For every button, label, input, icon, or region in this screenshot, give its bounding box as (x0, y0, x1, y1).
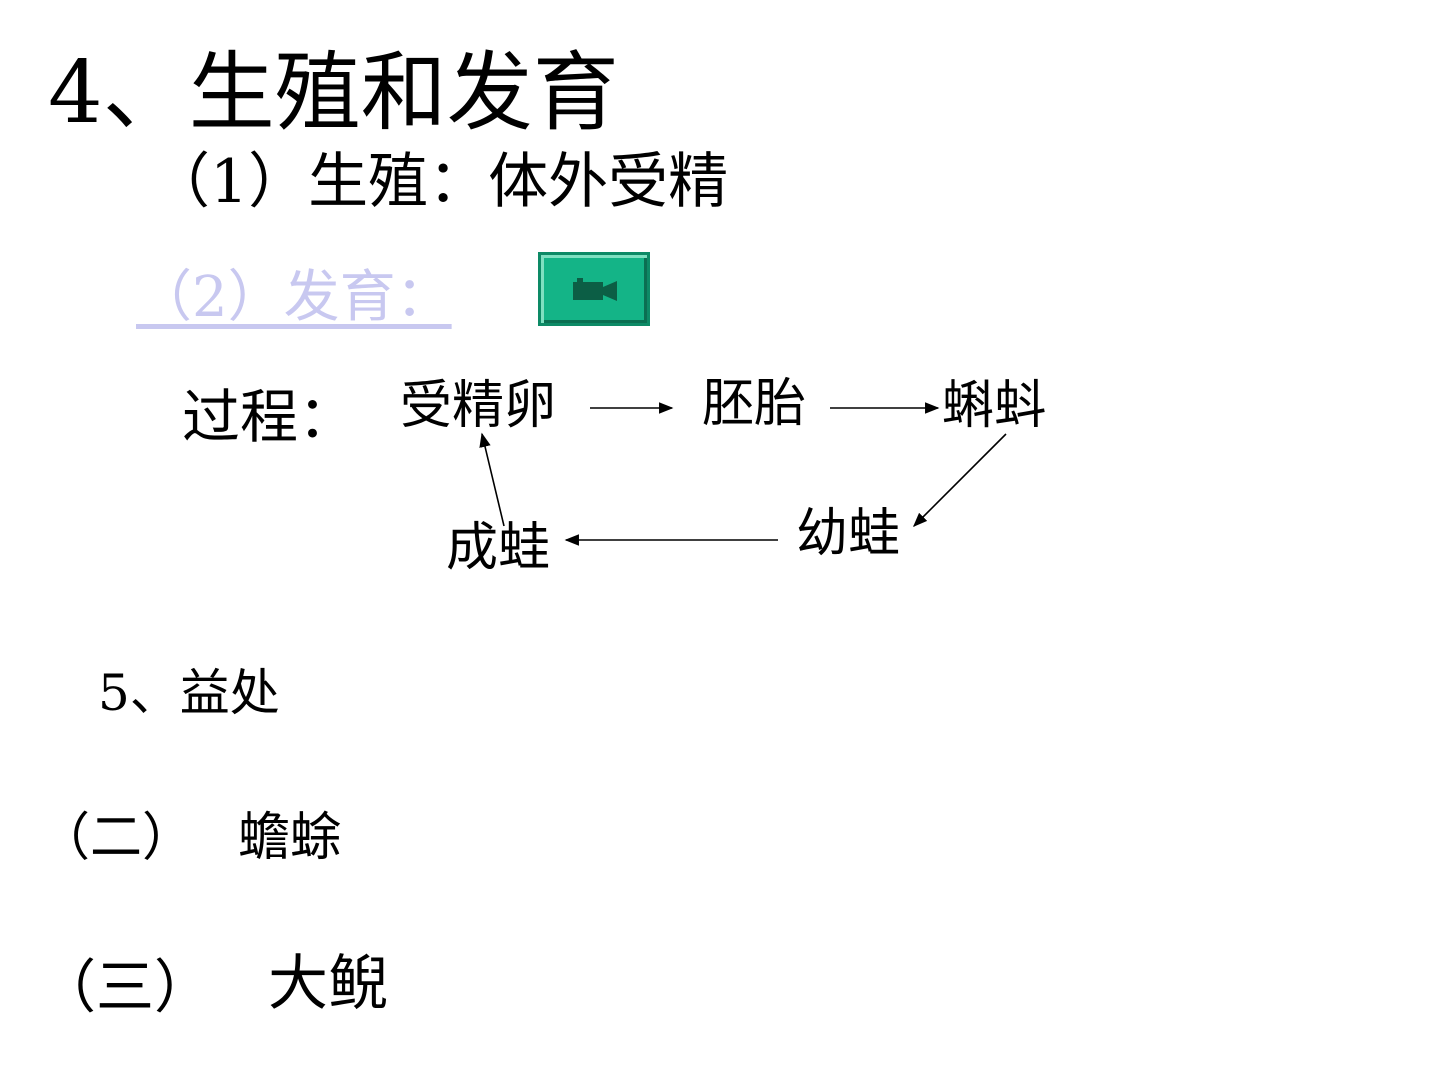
section-three-title: 大鲵 (268, 949, 388, 1019)
section-two-title: 蟾蜍 (238, 808, 343, 868)
stage-tadpole: 蝌蚪 (942, 376, 1047, 436)
section-three-number: （三） (38, 953, 213, 1021)
development-link[interactable]: （2）发育： (136, 265, 452, 330)
slide-title: 4、生殖和发育 (48, 43, 619, 143)
section-two-number: （二） (38, 808, 195, 868)
arrow-tadpole-to-froglet (912, 433, 1007, 528)
benefits-heading: 5、益处 (98, 664, 280, 722)
stage-froglet: 幼蛙 (796, 504, 901, 564)
play-movie-button[interactable] (538, 252, 650, 326)
arrow-adult-to-egg (479, 432, 505, 527)
process-label: 过程： (182, 383, 357, 451)
reproduction-heading: （1）生殖：体外受精 (150, 147, 729, 217)
movie-camera-icon (573, 278, 617, 301)
stage-embryo: 胚胎 (702, 374, 807, 434)
stage-adult-frog: 成蛙 (446, 518, 551, 578)
stage-fertilized-egg: 受精卵 (400, 376, 557, 436)
